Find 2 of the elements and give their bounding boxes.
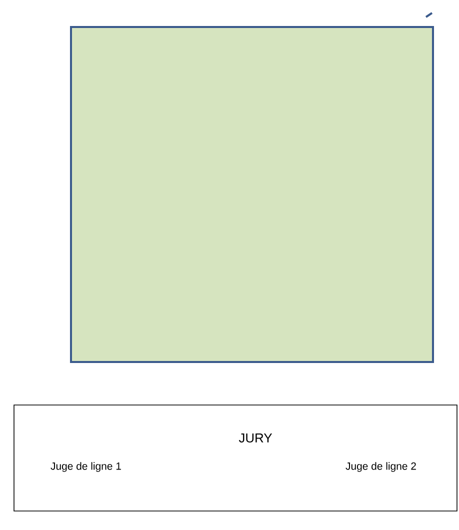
jury-box: JURY Juge de ligne 1 Juge de ligne 2 [14, 404, 458, 512]
field-square [70, 26, 434, 363]
